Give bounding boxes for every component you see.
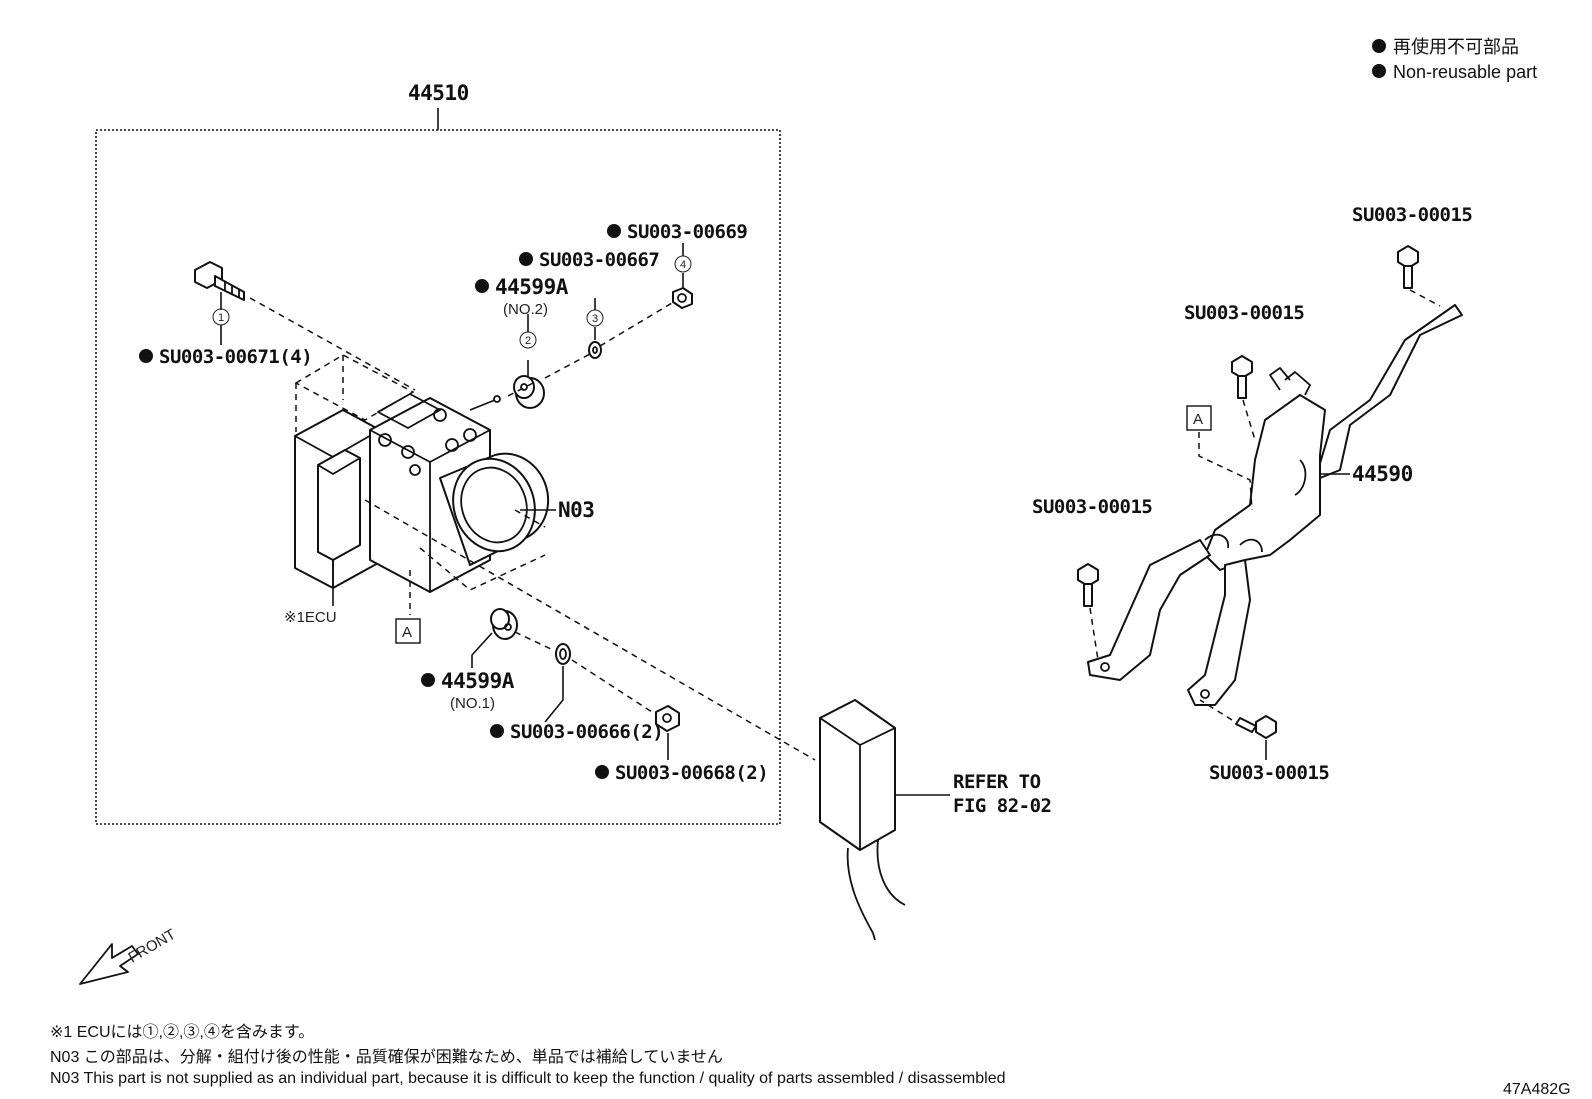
- label-su003-00015-bottom[interactable]: SU003-00015: [1209, 762, 1330, 784]
- label-su003-00668[interactable]: SU003-00668(2): [615, 762, 769, 784]
- front-arrow-icon: [79, 943, 139, 985]
- non-reusable-dot-icon: [595, 765, 609, 779]
- notes: ※1 ECUには①,②,③,④を含みます。 N03 この部品は、分解・組付け後の…: [50, 1023, 1006, 1087]
- note-ecu: ※1 ECUには①,②,③,④を含みます。: [50, 1023, 314, 1041]
- ref-a-right-letter: A: [1193, 411, 1203, 428]
- washer-su003-00667[interactable]: 3 SU003-00667: [519, 249, 660, 359]
- label-su003-00015-left[interactable]: SU003-00015: [1032, 496, 1153, 518]
- grommet-no1[interactable]: 44599A (NO.1): [421, 608, 518, 712]
- note-n03-jp: N03 この部品は、分解・組付け後の性能・品質確保が困難なため、単品では補給して…: [50, 1048, 723, 1066]
- washer-su003-00666[interactable]: SU003-00666(2): [490, 643, 664, 743]
- nut-su003-00669[interactable]: 4 SU003-00669: [507, 221, 748, 397]
- label-44599a-no2[interactable]: 44599A: [495, 275, 569, 299]
- non-reusable-dot-icon: [490, 724, 504, 738]
- non-reusable-dot-icon: [1372, 39, 1386, 53]
- bolt-su003-00671[interactable]: ① 1 SU003-00671(4): [139, 261, 416, 391]
- non-reusable-dot-icon: [519, 252, 533, 266]
- legend-jp: 再使用不可部品: [1393, 37, 1519, 57]
- label-no2-sub: (NO.2): [503, 301, 548, 318]
- grommet-no2[interactable]: 2 44599A (NO.2): [475, 275, 569, 409]
- svg-text:1: 1: [218, 312, 224, 324]
- ref-a-left-letter: A: [402, 624, 412, 641]
- non-reusable-dot-icon: [139, 349, 153, 363]
- callout-circle-2: [519, 331, 537, 349]
- label-su003-00669[interactable]: SU003-00669: [627, 221, 748, 243]
- label-no1-sub: (NO.1): [450, 695, 495, 712]
- svg-text:4: 4: [680, 259, 686, 271]
- svg-text:3: 3: [592, 313, 598, 325]
- legend-en: Non-reusable part: [1393, 62, 1537, 82]
- label-su003-00671[interactable]: SU003-00671(4): [159, 346, 313, 368]
- svg-text:2: 2: [525, 335, 531, 347]
- bolt-su003-00015-mid[interactable]: SU003-00015: [1184, 302, 1305, 441]
- callout-circle-4: [674, 255, 692, 273]
- ecu-callout: ※1ECU: [284, 560, 337, 626]
- bolt-su003-00015-bottom[interactable]: SU003-00015: [1199, 699, 1330, 784]
- bolt-su003-00015-top[interactable]: SU003-00015: [1352, 204, 1473, 307]
- label-44590[interactable]: 44590: [1352, 462, 1413, 486]
- label-su003-00015-top[interactable]: SU003-00015: [1352, 204, 1473, 226]
- callout-circle-3: [586, 309, 604, 327]
- figure-code: 47A482G: [1503, 1081, 1571, 1098]
- label-su003-00666[interactable]: SU003-00666(2): [510, 721, 664, 743]
- label-ecu[interactable]: ※1ECU: [284, 609, 337, 626]
- abs-actuator[interactable]: [294, 354, 550, 593]
- non-reusable-dot-icon: [607, 224, 621, 238]
- nut-su003-00668[interactable]: SU003-00668(2): [514, 631, 769, 784]
- non-reusable-dot-icon: [1372, 64, 1386, 78]
- assembly-number[interactable]: 44510: [408, 81, 469, 105]
- label-refer-to: REFER TO: [953, 771, 1041, 793]
- label-44599a-no1[interactable]: 44599A: [441, 669, 515, 693]
- assembly-frame: [95, 129, 781, 825]
- n03-callout: N03: [520, 498, 595, 522]
- bracket-44590[interactable]: 44590: [1087, 304, 1463, 706]
- connector-harness[interactable]: REFER TO FIG 82-02: [364, 499, 1052, 941]
- label-su003-00015-mid[interactable]: SU003-00015: [1184, 302, 1305, 324]
- reference-a-left: A: [395, 570, 421, 644]
- label-n03[interactable]: N03: [558, 498, 595, 522]
- front-indicator: FRONT: [79, 926, 179, 985]
- callout-circle-1: [212, 308, 230, 326]
- reference-a-right: A: [1186, 405, 1253, 511]
- non-reusable-dot-icon: [421, 673, 435, 687]
- assembly-group: 44510: [95, 81, 781, 825]
- legend: 再使用不可部品 Non-reusable part: [1372, 37, 1537, 82]
- bolt-su003-00015-left[interactable]: SU003-00015: [1032, 496, 1153, 661]
- front-label: FRONT: [126, 926, 179, 967]
- non-reusable-dot-icon: [475, 279, 489, 293]
- label-refer-fig[interactable]: FIG 82-02: [953, 795, 1052, 817]
- note-n03-en: N03 This part is not supplied as an indi…: [50, 1070, 1006, 1087]
- label-su003-00667[interactable]: SU003-00667: [539, 249, 660, 271]
